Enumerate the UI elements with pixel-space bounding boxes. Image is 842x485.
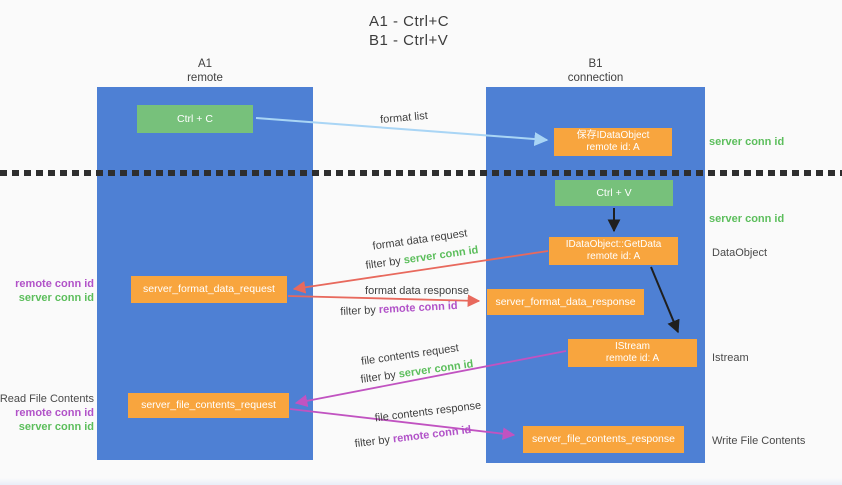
istream-line2: remote id: A	[605, 353, 660, 364]
remote-conn-id-label: remote conn id	[15, 278, 94, 290]
server-conn-id-text: server conn id	[397, 358, 475, 381]
filter-by-text: filter by	[340, 304, 380, 319]
remote-conn-id-text: remote conn id	[392, 423, 472, 446]
left-conn-id-group-top: remote conn id server conn id	[15, 277, 94, 305]
server-conn-id-label: server conn id	[18, 421, 94, 433]
server-conn-id-right-label-1: server conn id	[709, 136, 785, 148]
bottom-edge-strip	[0, 478, 842, 485]
left-conn-id-group-bottom: remote conn id server conn id	[15, 406, 94, 434]
filter-by-remote-conn-id-label-2: filter by remote conn id	[354, 424, 472, 450]
lane-a1-name: A1	[197, 58, 213, 70]
server-format-data-request-box: server_format_data_request	[131, 276, 287, 303]
filter-by-text: filter by	[359, 368, 400, 386]
server-format-data-request-label: server_format_data_request	[143, 283, 275, 295]
save-idataobject-line2: remote id: A	[586, 142, 640, 153]
ctrl-v-box: Ctrl + V	[555, 180, 673, 206]
server-conn-id-right-label-2: server conn id	[709, 213, 785, 225]
title-line-1: A1 - Ctrl+C	[369, 13, 450, 30]
ctrl-v-label: Ctrl + V	[596, 186, 632, 199]
remote-conn-id-label: remote conn id	[15, 407, 94, 419]
server-conn-id-label: server conn id	[18, 292, 94, 304]
server-file-contents-request-box: server_file_contents_request	[128, 393, 289, 418]
server-file-contents-response-box: server_file_contents_response	[523, 426, 684, 453]
istream-box: IStream remote id: A	[568, 339, 697, 367]
istream-line1: IStream	[614, 340, 650, 352]
filter-by-remote-conn-id-label-1: filter by remote conn id	[340, 300, 458, 318]
getdata-line1: IDataObject::GetData	[565, 238, 662, 250]
idataobject-getdata-box: IDataObject::GetData remote id: A	[549, 237, 678, 265]
diagram-title: A1 - Ctrl+C B1 - Ctrl+V	[369, 12, 449, 50]
lane-header-a1: A1 remote	[97, 57, 313, 85]
lane-b1-role: connection	[567, 72, 624, 84]
remote-conn-id-text: remote conn id	[378, 299, 458, 317]
save-idataobject-line1: 保存IDataObject	[576, 129, 650, 141]
save-idataobject-box: 保存IDataObject remote id: A	[554, 128, 672, 156]
server-format-data-response-box: server_format_data_response	[487, 289, 644, 315]
server-file-contents-response-label: server_file_contents_response	[531, 433, 675, 445]
lane-header-b1: B1 connection	[486, 57, 705, 85]
dataobject-label: DataObject	[712, 247, 768, 259]
read-file-contents-label: Read File Contents	[0, 393, 94, 405]
lane-a1-role: remote	[187, 72, 223, 84]
session-divider-dotted-line	[0, 170, 842, 176]
ctrl-c-box: Ctrl + C	[137, 105, 253, 133]
file-contents-response-label: file contents response	[374, 399, 482, 425]
server-file-contents-request-label: server_file_contents_request	[141, 399, 276, 411]
lane-b1-name: B1	[588, 58, 603, 70]
server-format-data-response-label: server_format_data_response	[495, 295, 636, 308]
ctrl-c-label: Ctrl + C	[177, 112, 213, 125]
format-list-label: format list	[379, 109, 429, 127]
getdata-line2: remote id: A	[586, 251, 641, 262]
server-conn-id-text: server conn id	[402, 244, 480, 267]
write-file-contents-label: Write File Contents	[712, 435, 806, 447]
title-line-2: B1 - Ctrl+V	[369, 32, 449, 49]
istream-side-label: Istream	[712, 352, 749, 364]
filter-by-text: filter by	[364, 254, 405, 272]
format-data-response-label: format data response	[365, 285, 469, 297]
filter-by-text: filter by	[354, 433, 394, 451]
